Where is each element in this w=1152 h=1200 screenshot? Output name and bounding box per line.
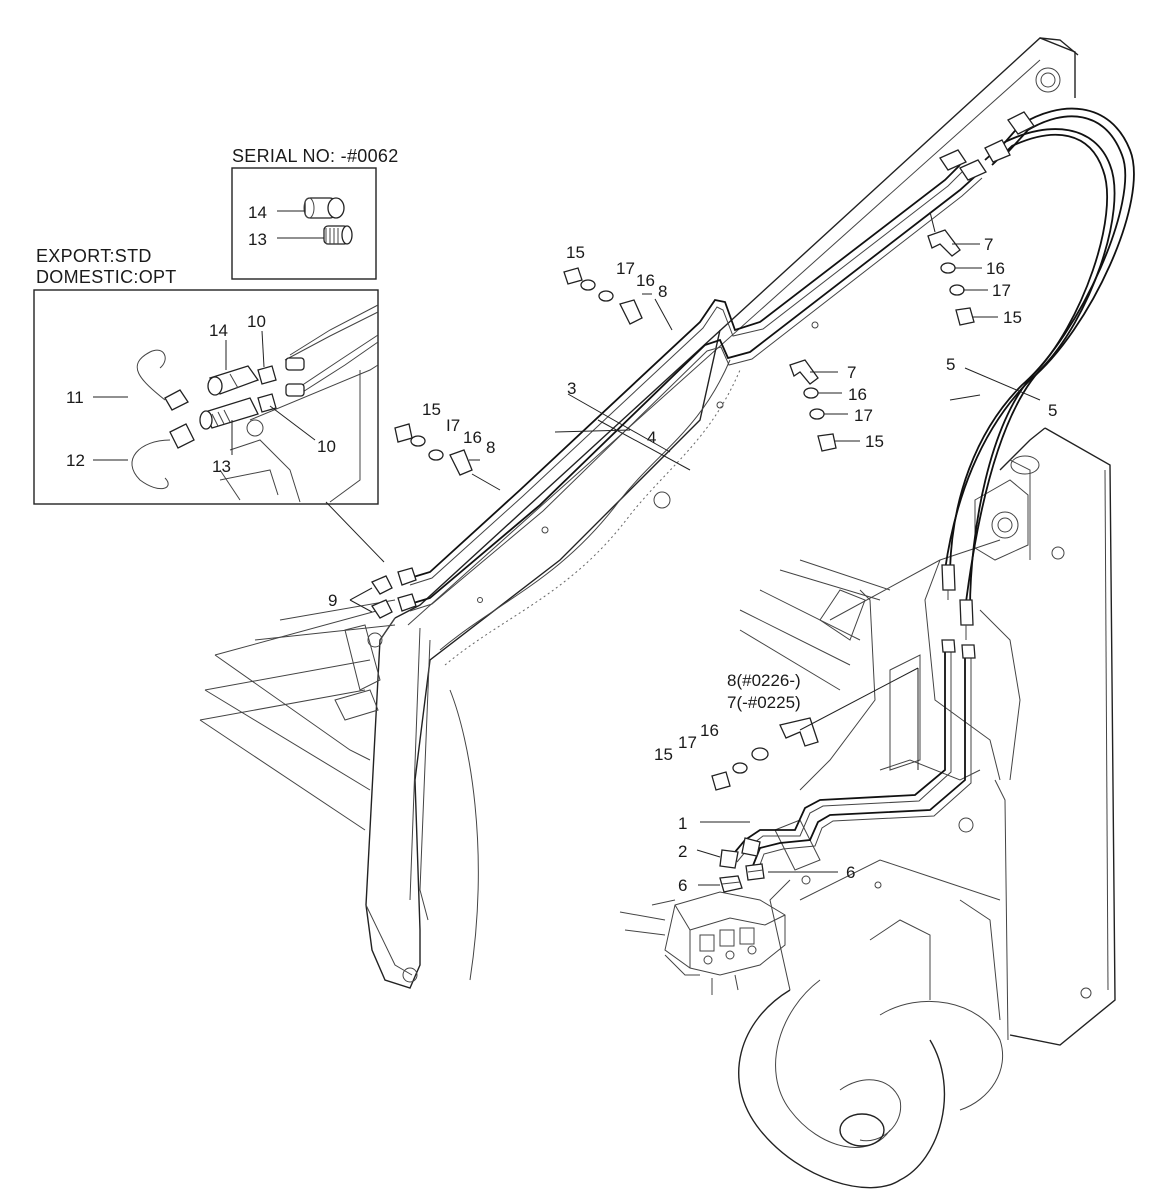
callout-13-serial: 13 [248,230,267,249]
callout-15c: 15 [1003,308,1022,327]
domestic-heading: DOMESTIC:OPT [36,267,177,287]
callout-6a: 6 [678,876,687,895]
callout-6b: 6 [846,863,855,882]
pipes-1-and-2 [719,639,976,871]
clamps-and-hardware [394,229,975,791]
callout-labels: SERIAL NO: -#0062 EXPORT:STD DOMESTIC:OP… [36,146,1057,895]
callout-8a: 8 [658,282,667,301]
callout-11: 11 [66,388,84,407]
frame-background [199,559,891,831]
serial-inset [231,167,377,280]
callout-17e: I7 [446,416,460,435]
callout-14-serial: 14 [248,203,267,222]
boom-body [365,37,1079,989]
serial-no-heading: SERIAL NO: -#0062 [232,146,399,166]
callout-15e: 15 [654,745,673,764]
callout-8-serial: 8(#0226-) [727,671,801,690]
hoses-5 [941,107,1135,640]
callout-10a: 10 [247,312,266,331]
callout-15a: 15 [566,243,585,262]
swing-bracket [738,427,1116,1189]
callout-16e: 16 [700,721,719,740]
quick-coupler-inset [33,289,379,505]
callout-15d: 15 [865,432,884,451]
plug-9 [371,575,393,619]
callout-16d: 16 [848,385,867,404]
callout-4: 4 [647,428,656,447]
pipe-3-and-4 [397,149,987,612]
adapter-6 [719,863,765,893]
callout-13-inset: 13 [212,457,231,476]
callout-17d: 17 [678,733,697,752]
callout-16c: 16 [986,259,1005,278]
leader-lines [325,211,1041,886]
callout-5b: 5 [1048,401,1057,420]
control-valve [619,891,786,995]
callout-15b: 15 [422,400,441,419]
callout-10b: 10 [317,437,336,456]
callout-17c: 17 [854,406,873,425]
callout-17a: 17 [616,259,635,278]
callout-2: 2 [678,842,687,861]
callout-8b: 8 [486,438,495,457]
callout-16b: 16 [463,428,482,447]
callout-14-inset: 14 [209,321,228,340]
export-heading: EXPORT:STD [36,246,152,266]
callout-7a: 7 [984,235,993,254]
callout-12: 12 [66,451,85,470]
callout-17b: 17 [992,281,1011,300]
callout-9: 9 [328,591,337,610]
callout-1: 1 [678,814,687,833]
callout-16a: 16 [636,271,655,290]
callout-7b: 7 [847,363,856,382]
callout-7-serial: 7(-#0225) [727,693,801,712]
callout-5a: 5 [946,355,955,374]
callout-3: 3 [567,379,576,398]
